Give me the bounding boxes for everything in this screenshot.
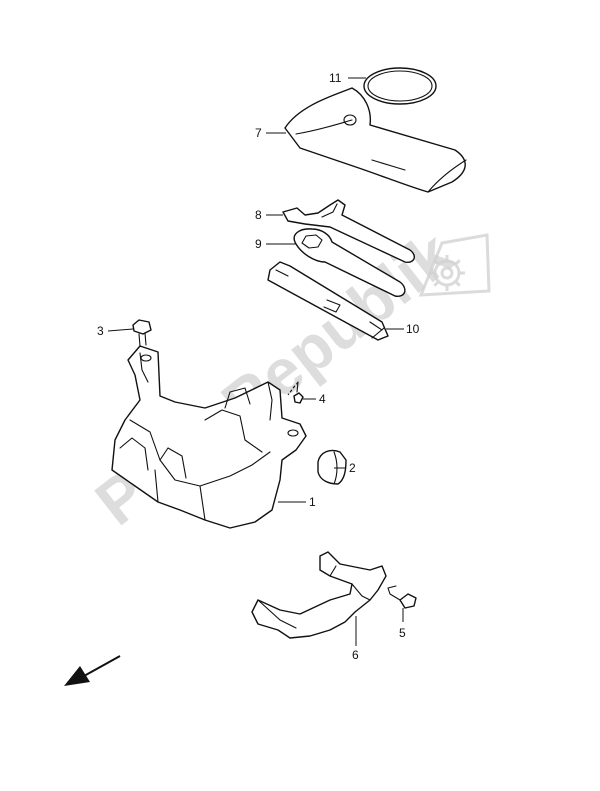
part-4-screw: [293, 381, 304, 404]
leader-3: [107, 328, 134, 332]
callout-1: 1: [309, 495, 316, 509]
callout-5: 5: [399, 626, 406, 640]
callout-6: 6: [352, 648, 359, 662]
part-11-o-ring: [363, 67, 437, 105]
callout-8: 8: [255, 208, 262, 222]
part-9-ring-spanner: [293, 228, 406, 297]
leader-lines: [107, 77, 404, 646]
callout-4: 4: [319, 392, 326, 406]
callout-3: 3: [97, 324, 104, 338]
callout-2: 2: [349, 461, 356, 475]
callout-9: 9: [255, 237, 262, 251]
part-6-holder: [251, 551, 387, 639]
callout-labels: 11 7 8 9 3 10 4 2 1 5 6: [97, 71, 420, 662]
callout-11: 11: [329, 71, 342, 85]
callout-10: 10: [406, 322, 420, 336]
part-8-wrench: [282, 199, 415, 264]
part-7-tool-bag: [284, 87, 467, 193]
part-1-battery-box: [111, 345, 307, 529]
arrow-down-left-icon: [64, 655, 121, 686]
part-10-handle-bar: [267, 261, 389, 341]
part-5-flange-bolt: [387, 585, 417, 609]
callout-7: 7: [255, 126, 262, 140]
gear-icon: [418, 233, 491, 297]
part-3-bolt: [132, 319, 152, 347]
part-2-cushion: [317, 449, 347, 485]
